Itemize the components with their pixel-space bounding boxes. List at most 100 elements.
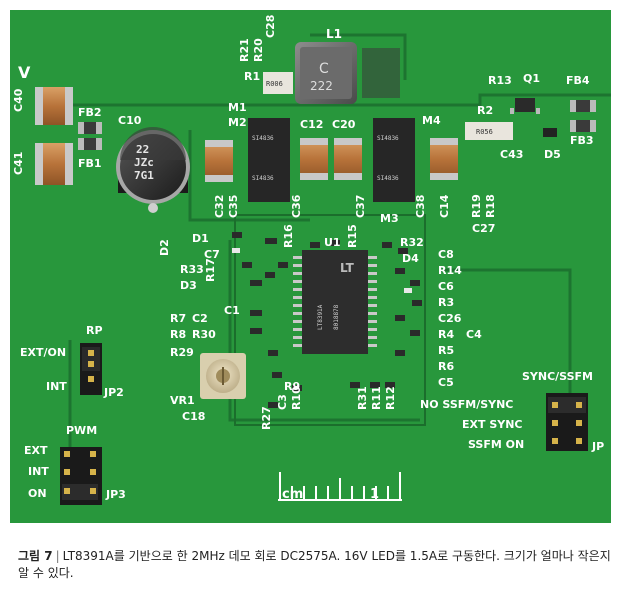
label-int: INT [46,380,67,393]
label-c27: C27 [472,222,495,235]
label-r4: R4 [438,328,454,341]
label-c14: C14 [438,194,451,218]
label-c3: C3 [276,394,289,410]
label-c5: C5 [438,376,454,389]
u1-marking-1: LT8391A [317,304,324,330]
pcb-photo: 22 JZc 7G1 C 222 R006 SI4836 SI4836 SI48… [10,10,611,523]
label-fb1: FB1 [78,157,102,170]
ic-u1: LT LT8391A 8018878 [293,250,377,354]
caption-text: LT8391A를 기반으로 한 2MHz 데모 회로 DC2575A. 16V … [18,549,611,580]
jumper-jp2 [80,343,102,395]
label-r33: R33 [180,263,204,276]
capacitor-c41 [35,143,73,185]
label-no-ssfm-sync: NO SSFM/SYNC [420,398,513,411]
capacitor-c40 [35,87,73,125]
label-r3: R3 [438,296,454,309]
figure-caption: 그림 7|LT8391A를 기반으로 한 2MHz 데모 회로 DC2575A.… [18,548,618,582]
scale-ruler [278,472,402,501]
label-c37: C37 [354,195,367,218]
small-passives [232,232,422,408]
label-v: V [18,63,31,82]
label-rp: RP [86,324,103,337]
ruler-label-cm: cm [282,487,303,502]
diode-d5 [543,128,557,137]
label-r15: R15 [346,224,359,248]
label-l1: L1 [326,27,342,41]
electrolytic-capacitor-c10: 22 JZc 7G1 [116,127,190,213]
label-d2: D2 [158,239,171,256]
label-r32: R32 [400,236,424,249]
u1-marking-3: 8018878 [333,304,340,330]
label-m1: M1 [228,101,247,114]
r2-marking: R056 [476,128,493,136]
jumper-jp3 [60,447,102,505]
label-jp: JP [591,440,604,453]
label-r5: R5 [438,344,454,357]
label-r17: R17 [204,258,217,282]
mosfet-m1-m2: SI4836 SI4836 [248,118,290,202]
label-c36: C36 [290,194,303,218]
label-r16: R16 [282,224,295,248]
label-r8: R8 [170,328,186,341]
label-c10: C10 [118,114,142,127]
ferrite-fb1 [78,138,102,150]
l1-marking-1: C [319,61,329,77]
label-c1: C1 [224,304,240,317]
c10-marking-1: 22 [136,143,149,156]
label-c20: C20 [332,118,356,131]
ferrite-fb3 [570,120,596,132]
label-c12: C12 [300,118,323,131]
label-ext-sync: EXT SYNC [462,418,523,431]
label-c41: C41 [12,152,25,175]
label-int-pwm: INT [28,465,49,478]
label-d5: D5 [544,148,561,161]
l1-marking-2: 222 [310,79,333,93]
label-r2: R2 [477,104,493,117]
label-c32: C32 [213,195,226,218]
label-r19: R19 [470,194,483,218]
label-r20: R20 [252,38,265,62]
ruler-label-1: 1 [370,487,379,502]
label-r31: R31 [356,386,369,410]
label-ssfm-on: SSFM ON [468,438,524,451]
label-c35: C35 [227,195,240,218]
label-r27: R27 [260,406,273,430]
c10-marking-2: JZc [134,156,154,169]
label-d3: D3 [180,279,197,292]
m1-marking: SI4836 [252,135,274,142]
copper-traces [68,33,611,490]
label-c26: C26 [438,312,462,325]
label-r1: R1 [244,70,260,83]
m2-marking: SI4836 [252,175,274,182]
label-on: ON [28,487,47,500]
label-r13: R13 [488,74,512,87]
label-r21: R21 [238,38,251,62]
label-r9: R9 [284,380,300,393]
label-c4: C4 [466,328,482,341]
silkscreen-labels: V C40 C41 FB2 FB1 C10 C28 R21 R20 L1 R1 … [12,15,604,502]
potentiometer-vr1 [200,353,246,399]
label-r29: R29 [170,346,194,359]
resistor-r2: R056 [465,122,513,140]
label-r6: R6 [438,360,454,373]
label-ext-on: EXT/ON [20,346,66,359]
m4-marking: SI4836 [377,135,399,142]
label-pwm: PWM [66,424,97,437]
label-u1: U1 [324,236,341,249]
label-q1: Q1 [523,72,540,85]
label-ext: EXT [24,444,48,457]
label-r10: R10 [290,386,303,410]
label-r30: R30 [192,328,216,341]
label-c2: C2 [192,312,208,325]
resistor-r1: R006 [263,72,293,94]
inductor-l1: C 222 [295,42,400,104]
label-m2: M2 [228,116,247,129]
transistor-q1 [510,98,540,114]
label-c28: C28 [264,15,277,38]
label-fb2: FB2 [78,106,102,119]
label-c38: C38 [414,195,427,218]
label-c8: C8 [438,248,454,261]
label-m4: M4 [422,114,441,127]
label-c40: C40 [12,88,25,112]
jumper-sync-ssfm [546,393,588,451]
